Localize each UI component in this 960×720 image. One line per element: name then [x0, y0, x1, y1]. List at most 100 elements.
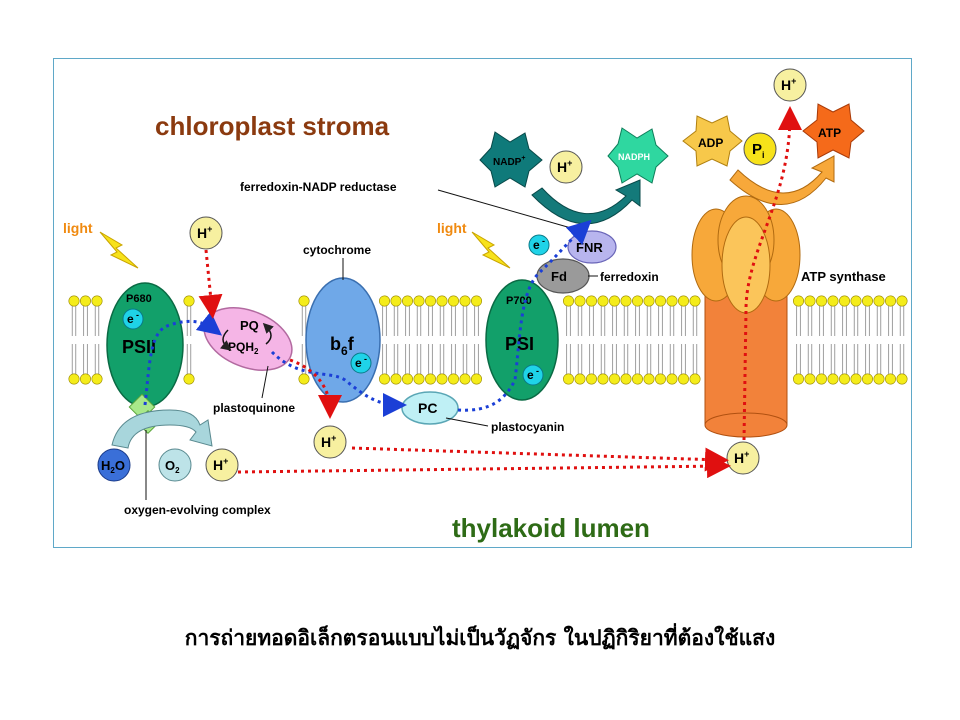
lipid-head	[424, 373, 436, 385]
electron-icon	[350, 352, 372, 374]
lipid-tails	[71, 306, 905, 374]
lipid-head	[470, 373, 482, 385]
lipid-head	[850, 373, 862, 385]
oec-label: oxygen-evolving complex	[124, 503, 271, 517]
electron-psii: e -	[122, 308, 144, 330]
lipid-head	[838, 373, 850, 385]
electron-icon	[522, 364, 544, 386]
electron-icon	[122, 308, 144, 330]
nadp-burst	[479, 131, 543, 188]
plastocyanin-label: plastocyanin	[491, 420, 564, 434]
lipid-head	[80, 295, 92, 307]
proton-label: H+	[321, 433, 336, 450]
proton-label: H+	[781, 76, 796, 93]
protons: H+ H+ H+ H+ H+	[189, 68, 807, 482]
electron-minus: -	[536, 366, 539, 376]
lipid-head	[896, 373, 908, 385]
lipid-head	[401, 373, 413, 385]
light-right-label: light	[437, 220, 467, 236]
lipid-head	[597, 295, 609, 307]
lipid-head	[574, 295, 586, 307]
pi-icon	[743, 132, 777, 166]
adp-burst	[682, 115, 743, 167]
electron-e: e	[527, 368, 534, 382]
lipid-head	[804, 295, 816, 307]
lipid-head	[654, 373, 666, 385]
electron-flow-1	[143, 311, 223, 406]
lipid-head	[827, 373, 839, 385]
p680-label: P680	[126, 293, 152, 305]
pqh2-label: PQH2	[228, 340, 259, 356]
lipid-head	[620, 373, 632, 385]
lipid-head	[666, 295, 678, 307]
electron-icon	[528, 234, 550, 256]
lipid-head	[298, 373, 310, 385]
fd-label: Fd	[551, 269, 567, 284]
electron-e: e	[355, 356, 362, 370]
lipid-head	[298, 295, 310, 307]
electron-e: e	[127, 312, 134, 326]
lipid-head	[436, 373, 448, 385]
electron-minus: -	[364, 354, 367, 364]
lipid-head	[631, 295, 643, 307]
proton-label: H+	[734, 449, 749, 466]
thylakoid-membrane	[68, 295, 908, 385]
lipid-head	[804, 373, 816, 385]
proton-icon: H+	[313, 425, 347, 459]
lipid-head	[884, 373, 896, 385]
h2o-label: H2O	[101, 458, 125, 475]
lipid-head	[643, 295, 655, 307]
electron-flow-3	[457, 219, 592, 412]
proton-flow-lumen-2	[237, 454, 731, 479]
lipid-head	[68, 295, 80, 307]
caption: การถ่ายทอดอิเล็กตรอนแบบไม่เป็นวัฏจักร ใน…	[184, 626, 776, 650]
lipid-head	[585, 373, 597, 385]
lipid-head	[597, 373, 609, 385]
lipid-head	[815, 295, 827, 307]
proton-icon	[549, 150, 583, 184]
lipid-head	[390, 295, 402, 307]
cytochrome-label: cytochrome	[303, 243, 371, 257]
o2-icon	[158, 448, 192, 482]
proton-label: H+	[213, 456, 228, 473]
proton-icon: H+	[773, 68, 807, 102]
lipid-head	[378, 373, 390, 385]
water-splitting: H2O O2 oxygen-evolving complex	[97, 409, 271, 517]
cytochrome-b6f: b6f cytochrome e -	[303, 243, 381, 403]
lipid-head	[183, 373, 195, 385]
lipid-head	[80, 373, 92, 385]
psii-label: PSII	[122, 337, 156, 357]
lipid-head	[677, 295, 689, 307]
electron-flow-2	[270, 350, 407, 417]
lipid-head	[585, 295, 597, 307]
plastoquinone-complex: PQ PQH2 plastoquinone	[203, 307, 295, 415]
proton-label: H+	[557, 158, 572, 175]
lipid-head	[631, 373, 643, 385]
fnr-label: FNR	[576, 240, 603, 255]
proton-label: H+	[197, 224, 212, 241]
lipid-head	[815, 373, 827, 385]
proton-flow-pq-in	[198, 249, 223, 319]
electron-minus: -	[136, 310, 139, 320]
lipid-head	[459, 373, 471, 385]
lipid-head	[792, 295, 804, 307]
b6f-body	[305, 277, 381, 403]
lipid-head	[447, 295, 459, 307]
lightning-icon	[99, 231, 139, 269]
plastocyanin: PC plastocyanin	[401, 391, 564, 434]
ferredoxin-label: ferredoxin	[600, 270, 659, 284]
lipid-head	[850, 295, 862, 307]
h2o-icon	[97, 448, 131, 482]
atp-synthase-label: ATP synthase	[801, 269, 886, 284]
lipid-head	[873, 373, 885, 385]
nadp-reduction: NADP+ H+ NADPH	[479, 127, 669, 225]
water-arrow-icon	[111, 409, 213, 449]
lipid-head	[689, 295, 701, 307]
pq-label: PQ	[240, 318, 259, 333]
light-right: light	[437, 220, 511, 269]
lipid-head	[401, 295, 413, 307]
lipid-head	[574, 373, 586, 385]
proton-icon: H+	[726, 441, 760, 475]
nadph-burst	[607, 127, 669, 184]
